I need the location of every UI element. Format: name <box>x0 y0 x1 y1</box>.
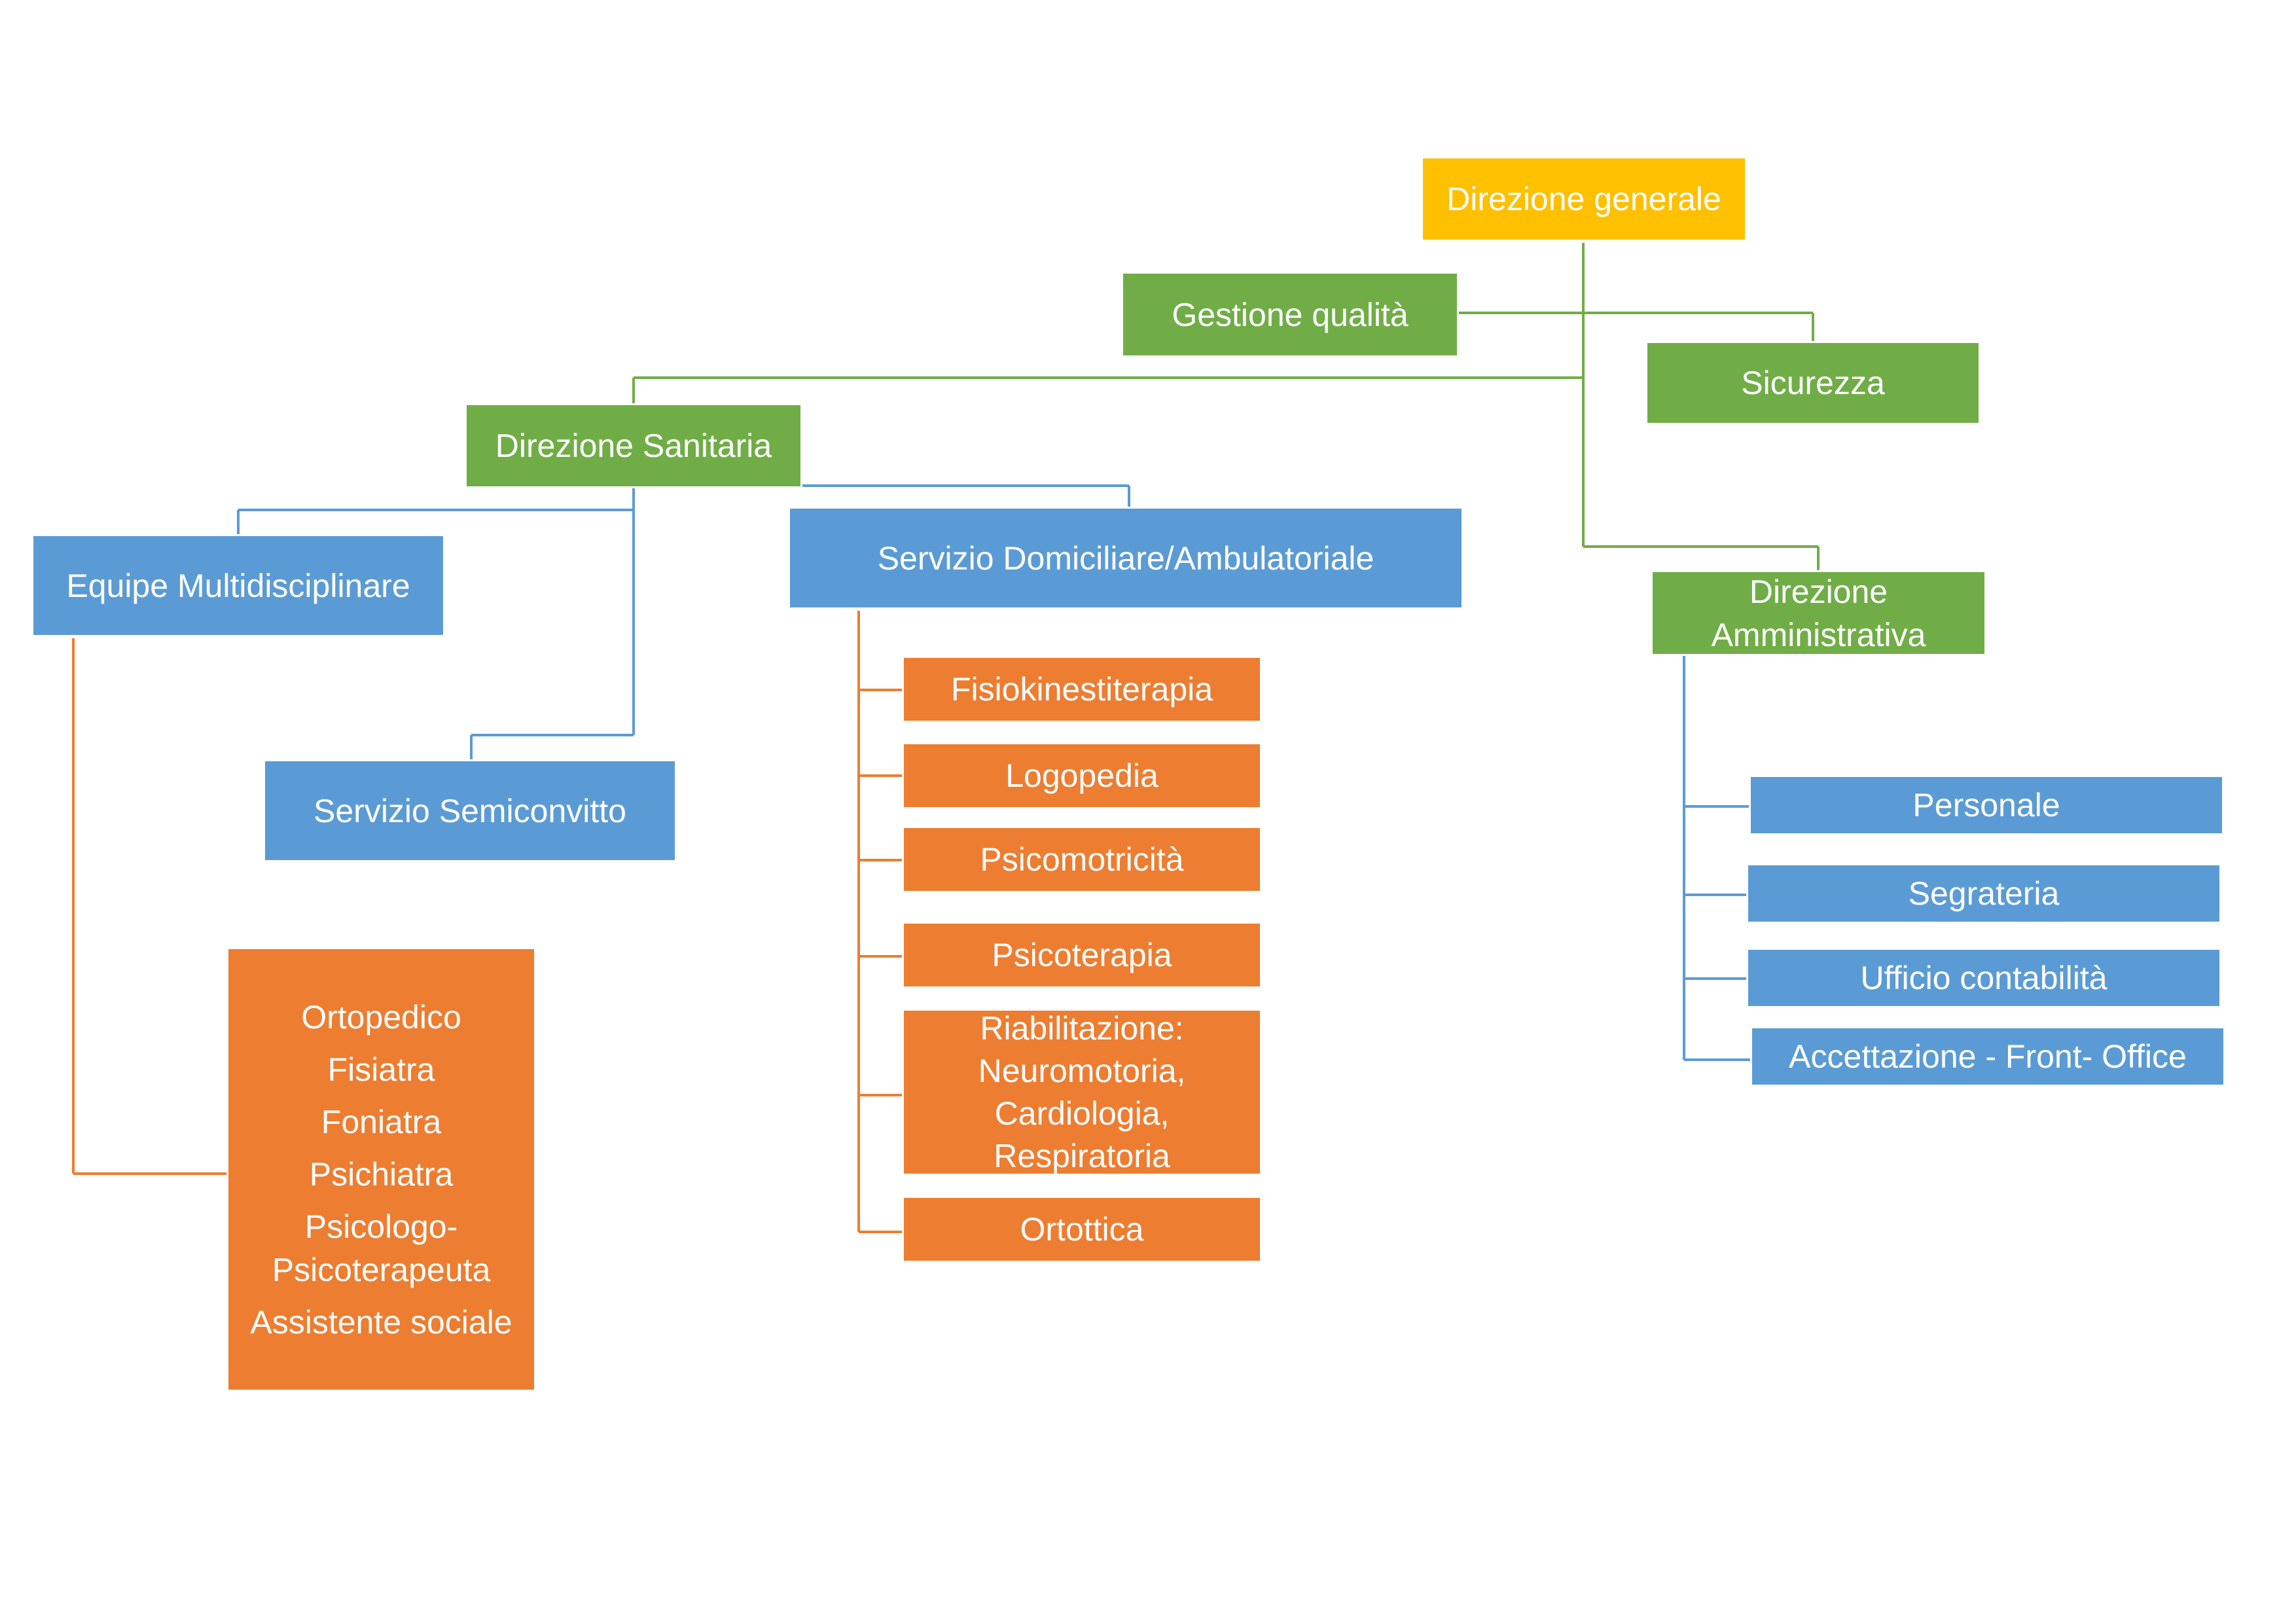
node-segrateria: Segrateria <box>1746 863 2221 924</box>
direzione-amministrativa-line-2: Amministrativa <box>1711 616 1926 653</box>
blue-connectors <box>237 484 1753 1061</box>
servizio-semiconvitto-label: Servizio Semiconvitto <box>314 792 626 829</box>
psicomotricita-label: Psicomotricità <box>980 841 1184 878</box>
member-ortopedico: Ortopedico <box>301 998 461 1036</box>
fisiokinesiterapia-label: Fisiokinestiterapia <box>950 671 1213 708</box>
node-equipe-multidisciplinare: Equipe Multidisciplinare <box>31 534 445 637</box>
direzione-amministrativa-line-1: Direzione <box>1749 573 1888 610</box>
node-psicomotricita: Psicomotricità <box>902 826 1262 893</box>
member-psicoterapeuta: Psicoterapeuta <box>272 1251 491 1288</box>
node-gestione-qualita: Gestione qualità <box>1121 272 1459 357</box>
node-servizio-semiconvitto: Servizio Semiconvitto <box>263 759 677 862</box>
accettazione-label: Accettazione - Front- Office <box>1789 1038 2187 1075</box>
node-logopedia: Logopedia <box>902 742 1262 809</box>
node-fisiokinesiterapia: Fisiokinestiterapia <box>902 656 1262 723</box>
node-equipe-members: Ortopedico Fisiatra Foniatra Psichiatra … <box>226 947 536 1392</box>
green-connectors <box>632 243 1820 571</box>
member-psicologo: Psicologo- <box>304 1208 458 1245</box>
orange-connectors <box>72 611 905 1233</box>
member-foniatra: Foniatra <box>321 1103 442 1140</box>
node-accettazione-front-office: Accettazione - Front- Office <box>1750 1026 2225 1087</box>
gestione-qualita-label: Gestione qualità <box>1172 296 1408 333</box>
node-direzione-sanitaria: Direzione Sanitaria <box>465 403 802 488</box>
direzione-generale-label: Direzione generale <box>1446 181 1721 217</box>
node-direzione-amministrativa: Direzione Amministrativa <box>1651 570 1986 656</box>
psicoterapia-label: Psicoterapia <box>992 937 1172 973</box>
servizio-domiciliare-label: Servizio Domiciliare/Ambulatoriale <box>877 539 1374 577</box>
riabilitazione-line-1: Riabilitazione: <box>980 1009 1184 1047</box>
node-servizio-domiciliare-ambulatoriale: Servizio Domiciliare/Ambulatoriale <box>788 507 1463 609</box>
ortottica-label: Ortottica <box>1020 1211 1144 1248</box>
direzione-sanitaria-label: Direzione Sanitaria <box>495 427 772 464</box>
member-psichiatra: Psichiatra <box>309 1155 454 1193</box>
ufficio-contabilita-label: Ufficio contabilità <box>1860 960 2108 996</box>
node-direzione-generale: Direzione generale <box>1423 158 1745 240</box>
sicurezza-label: Sicurezza <box>1741 365 1885 401</box>
node-ortottica: Ortottica <box>902 1196 1262 1263</box>
riabilitazione-line-2: Neuromotoria, <box>978 1052 1186 1089</box>
riabilitazione-line-3: Cardiologia, <box>994 1094 1170 1132</box>
member-assistente-sociale: Assistente sociale <box>250 1303 512 1341</box>
member-fisiatra: Fisiatra <box>327 1051 435 1088</box>
logopedia-label: Logopedia <box>1005 757 1158 794</box>
node-riabilitazione: Riabilitazione: Neuromotoria, Cardiologi… <box>902 1009 1262 1176</box>
node-psicoterapia: Psicoterapia <box>902 922 1262 988</box>
equipe-multidisciplinare-label: Equipe Multidisciplinare <box>66 567 410 604</box>
node-ufficio-contabilita: Ufficio contabilità <box>1746 948 2221 1008</box>
segrateria-label: Segrateria <box>1908 875 2060 912</box>
node-sicurezza: Sicurezza <box>1645 341 1981 425</box>
riabilitazione-line-4: Respiratoria <box>994 1137 1170 1174</box>
node-personale: Personale <box>1749 775 2224 835</box>
personale-label: Personale <box>1912 787 2060 823</box>
